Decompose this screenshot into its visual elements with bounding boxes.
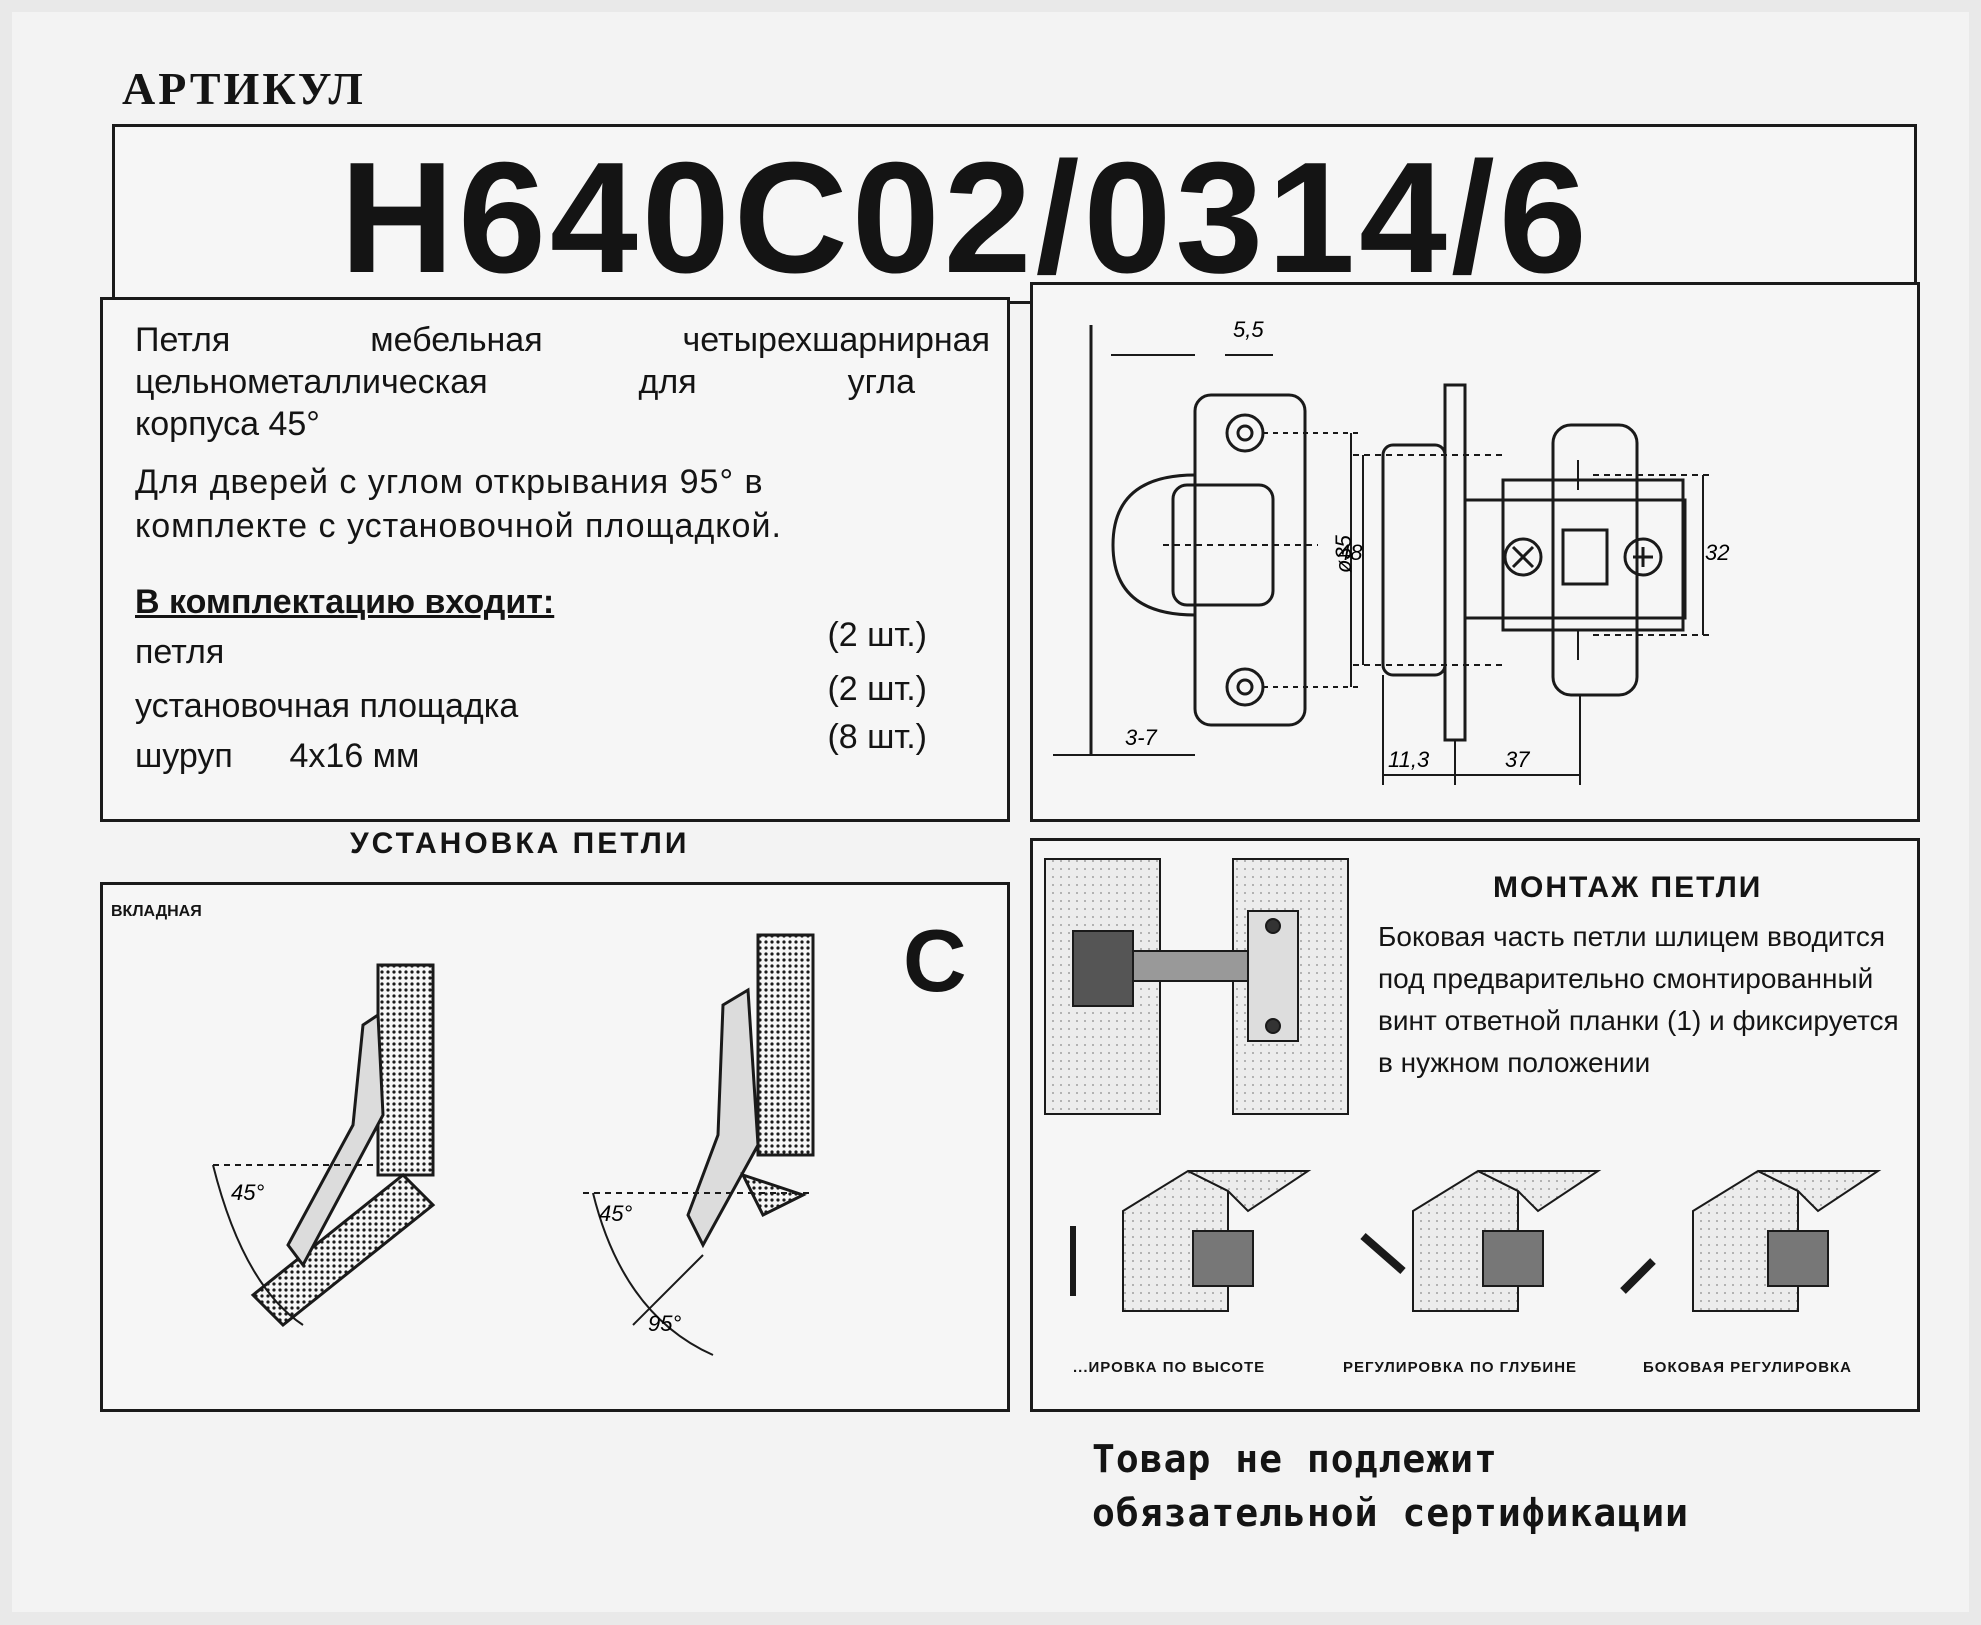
mounting-title: МОНТАЖ ПЕТЛИ (1493, 871, 1763, 904)
angle-label: 95° (648, 1311, 681, 1336)
variant-label: ВКЛАДНАЯ (111, 903, 202, 920)
angle-label: 45° (599, 1201, 632, 1226)
adjustment-label-side: БОКОВАЯ РЕГУЛИРОВКА (1643, 1359, 1853, 1376)
technical-drawing-box: 5,5 48 3-7 ø35 32 11,3 37 (1030, 282, 1920, 822)
description-line-5: комплекте с установочной площадкой. (135, 507, 782, 545)
kit-item-qty: (2 шт.) (827, 616, 927, 654)
certification-note: Товар не подлежит обязательной сертифика… (1092, 1432, 1689, 1540)
hinge-dimension-drawing: 5,5 48 3-7 ø35 32 11,3 37 (1053, 317, 1729, 785)
adjustment-label-depth: РЕГУЛИРОВКА ПО ГЛУБИНЕ (1343, 1359, 1578, 1376)
installation-diagrams: 45° 45° 95° (212, 933, 815, 1356)
mounting-illustrations (1044, 858, 1882, 1312)
kit-title: В комплектацию входит: (135, 583, 555, 621)
article-code-box: H640C02/0314/6 (112, 124, 1917, 304)
dimension-label: ø35 (1331, 534, 1356, 573)
artikul-label: АРТИКУЛ (122, 63, 366, 114)
dimension-label: 11,3 (1388, 747, 1430, 772)
kit-item-qty: (8 шт.) (827, 718, 927, 756)
description-line-2: цельнометаллическая для угла (135, 363, 915, 401)
dimension-label: 5,5 (1233, 317, 1264, 342)
mounting-box: МОНТАЖ ПЕТЛИ Боковая часть петли шлицем … (1030, 838, 1920, 1412)
certification-line-1: Товар не подлежит (1092, 1437, 1498, 1481)
label-sheet: АРТИКУЛ H640C02/0314/6 Петля мебельная ч… (12, 12, 1969, 1612)
dimension-label: 3-7 (1125, 725, 1158, 750)
kit-item-qty: (2 шт.) (827, 670, 927, 708)
adjustment-label-height: ...ИРОВКА ПО ВЫСОТЕ (1073, 1359, 1266, 1376)
description-box: Петля мебельная четырехшарнирная цельном… (100, 297, 1010, 822)
dimension-label: 37 (1505, 747, 1530, 772)
mounting-instructions: Боковая часть петли шлицем вводится под … (1378, 921, 1899, 1078)
kit-item-name: установочная площадка (135, 687, 519, 725)
description-line-3: корпуса 45° (135, 405, 320, 443)
description-line-4: Для дверей с углом открывания 95° в (135, 463, 764, 501)
installation-box: ВКЛАДНАЯ С (100, 882, 1010, 1412)
dimension-label: 48 (1338, 540, 1363, 565)
kit-item-name: петля (135, 633, 225, 671)
installation-title: УСТАНОВКА ПЕТЛИ (350, 827, 690, 860)
kit-item-name: шуруп 4x16 мм (135, 737, 420, 775)
angle-label: 45° (231, 1180, 264, 1205)
certification-line-2: обязательной сертификации (1092, 1491, 1689, 1535)
description-line-1: Петля мебельная четырехшарнирная (135, 321, 990, 359)
dimension-label: 32 (1705, 540, 1729, 565)
article-code: H640C02/0314/6 (340, 130, 1591, 306)
variant-letter: С (903, 911, 967, 1010)
